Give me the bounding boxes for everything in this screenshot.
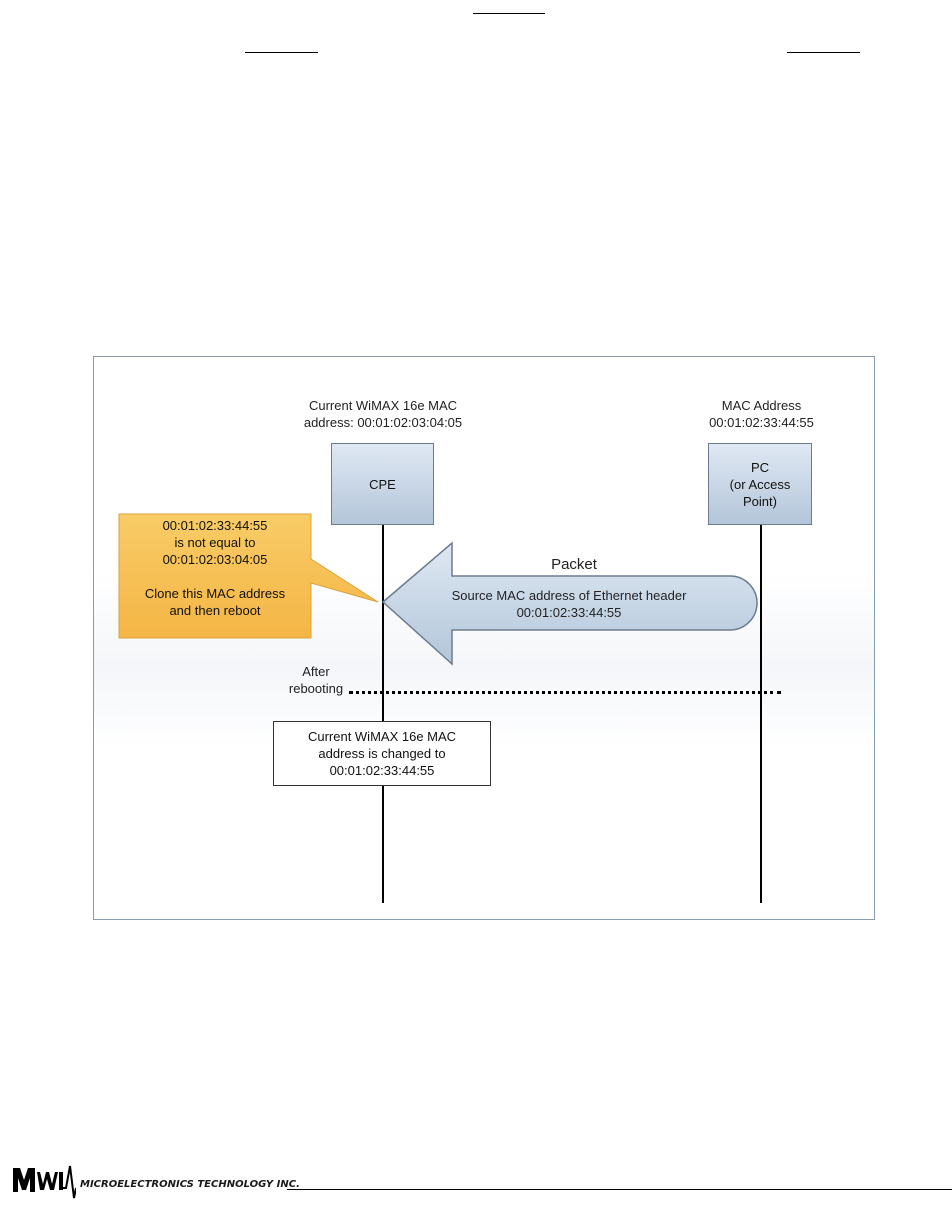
pc-node: PC (or Access Point) [708,443,812,525]
pc-lifeline [760,525,762,903]
packet-body: Source MAC address of Ethernet header 00… [451,588,687,620]
cpe-node: CPE [331,443,434,525]
cpe-lifeline [382,525,384,903]
pc-mac-label: MAC Address 00:01:02:33:44:55 [709,398,814,430]
mac-mismatch-callout: 00:01:02:33:44:55 is not equal to 00:01:… [144,518,286,618]
header-rule-left [245,52,318,53]
packet-title: Packet [551,556,597,573]
cpe-current-mac-label: Current WiMAX 16e MAC address: 00:01:02:… [303,398,463,430]
company-name: MICROELECTRONICS TECHNOLOGY INC. [80,1179,300,1190]
header-rule-right [787,52,860,53]
header-rule-top [473,13,545,14]
reboot-divider [349,691,781,694]
mac-changed-box: Current WiMAX 16e MAC address is changed… [273,721,491,786]
diagram-frame: Current WiMAX 16e MAC address: 00:01:02:… [93,356,875,920]
company-logo: MICROELECTRONICS TECHNOLOGY INC. [10,1162,300,1202]
callout-shape [118,513,758,666]
mti-logo-icon [13,1165,76,1199]
footer-rule [287,1189,952,1190]
after-rebooting-label: After rebooting [288,664,344,696]
